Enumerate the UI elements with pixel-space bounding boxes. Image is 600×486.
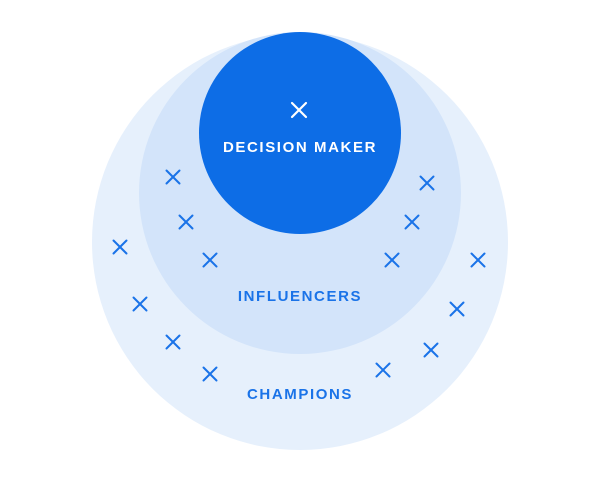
decision-maker-circle — [199, 32, 401, 234]
influencer-cross-icon — [202, 252, 218, 268]
champion-cross-icon — [202, 366, 218, 382]
champion-cross-icon — [112, 239, 128, 255]
champion-markers — [112, 239, 486, 382]
influencer-markers — [165, 169, 435, 268]
influencer-cross-icon — [419, 175, 435, 191]
influencer-cross-icon — [384, 252, 400, 268]
decision-maker-cross-icon — [290, 101, 308, 119]
influencers-label: INFLUENCERS — [238, 288, 362, 305]
champion-cross-icon — [470, 252, 486, 268]
champion-cross-icon — [423, 342, 439, 358]
champion-cross-icon — [449, 301, 465, 317]
decision-maker-label: DECISION MAKER — [223, 139, 377, 156]
champion-cross-icon — [132, 296, 148, 312]
influencer-cross-icon — [178, 214, 194, 230]
influencer-cross-icon — [404, 214, 420, 230]
influencer-cross-icon — [165, 169, 181, 185]
champion-cross-icon — [375, 362, 391, 378]
champion-cross-icon — [165, 334, 181, 350]
champions-label: CHAMPIONS — [247, 386, 353, 403]
